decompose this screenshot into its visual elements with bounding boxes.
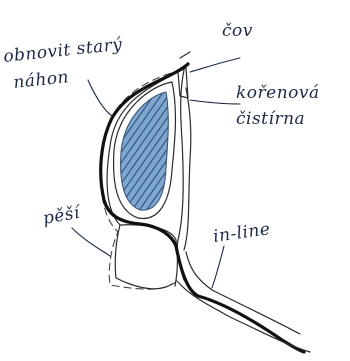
outlet-mark xyxy=(180,52,190,58)
label-obnovit: obnovit starý xyxy=(2,35,123,67)
leader-korenova xyxy=(190,100,240,104)
label-nahon: náhon xyxy=(12,67,70,93)
reed-bed-inner xyxy=(184,88,191,250)
label-inline: in-line xyxy=(212,219,272,247)
leader-cov xyxy=(190,58,240,72)
label-cistirna: čistírna xyxy=(236,109,305,129)
label-pesi: pěší xyxy=(41,202,83,228)
label-korenova: kořenová xyxy=(236,83,320,103)
leader-obnovit xyxy=(88,80,112,116)
leader-inline xyxy=(212,246,224,288)
pond-water xyxy=(121,92,169,210)
inline-route-outline-2 xyxy=(186,252,300,334)
reed-bed-wall xyxy=(177,70,184,280)
leader-pesi xyxy=(72,228,110,256)
label-cov: čov xyxy=(222,21,253,41)
